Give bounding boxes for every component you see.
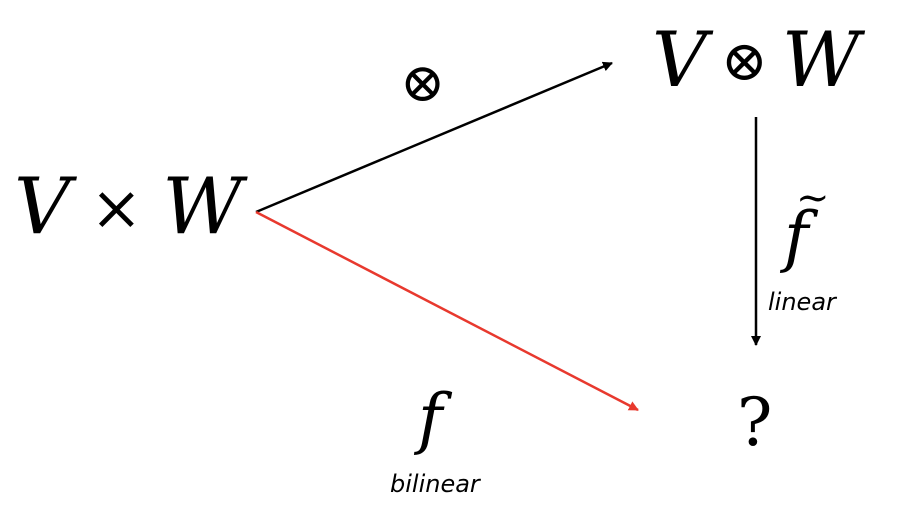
bilinear-annotation: bilinear bbox=[390, 470, 480, 498]
times-symbol: × bbox=[90, 171, 143, 244]
tensor-map-label: ⊗ bbox=[400, 51, 446, 114]
source-node: V×W bbox=[14, 168, 242, 246]
tensor-product-node: V⊗W bbox=[652, 22, 860, 98]
target-node: ? bbox=[737, 384, 773, 461]
bilinear-map-arrow bbox=[255, 210, 639, 412]
source-v: V bbox=[14, 162, 71, 252]
tensor-w: W bbox=[781, 15, 860, 104]
bilinear-map-label: f bbox=[418, 380, 443, 457]
tensor-v: V bbox=[652, 15, 707, 104]
tensor-map-arrow bbox=[255, 61, 613, 214]
linear-map-label: f bbox=[784, 198, 809, 275]
tilde-accent: ~ bbox=[796, 175, 830, 221]
otimes-symbol: ⊗ bbox=[720, 29, 768, 94]
linear-annotation: linear bbox=[768, 288, 836, 316]
source-w: W bbox=[162, 162, 243, 252]
